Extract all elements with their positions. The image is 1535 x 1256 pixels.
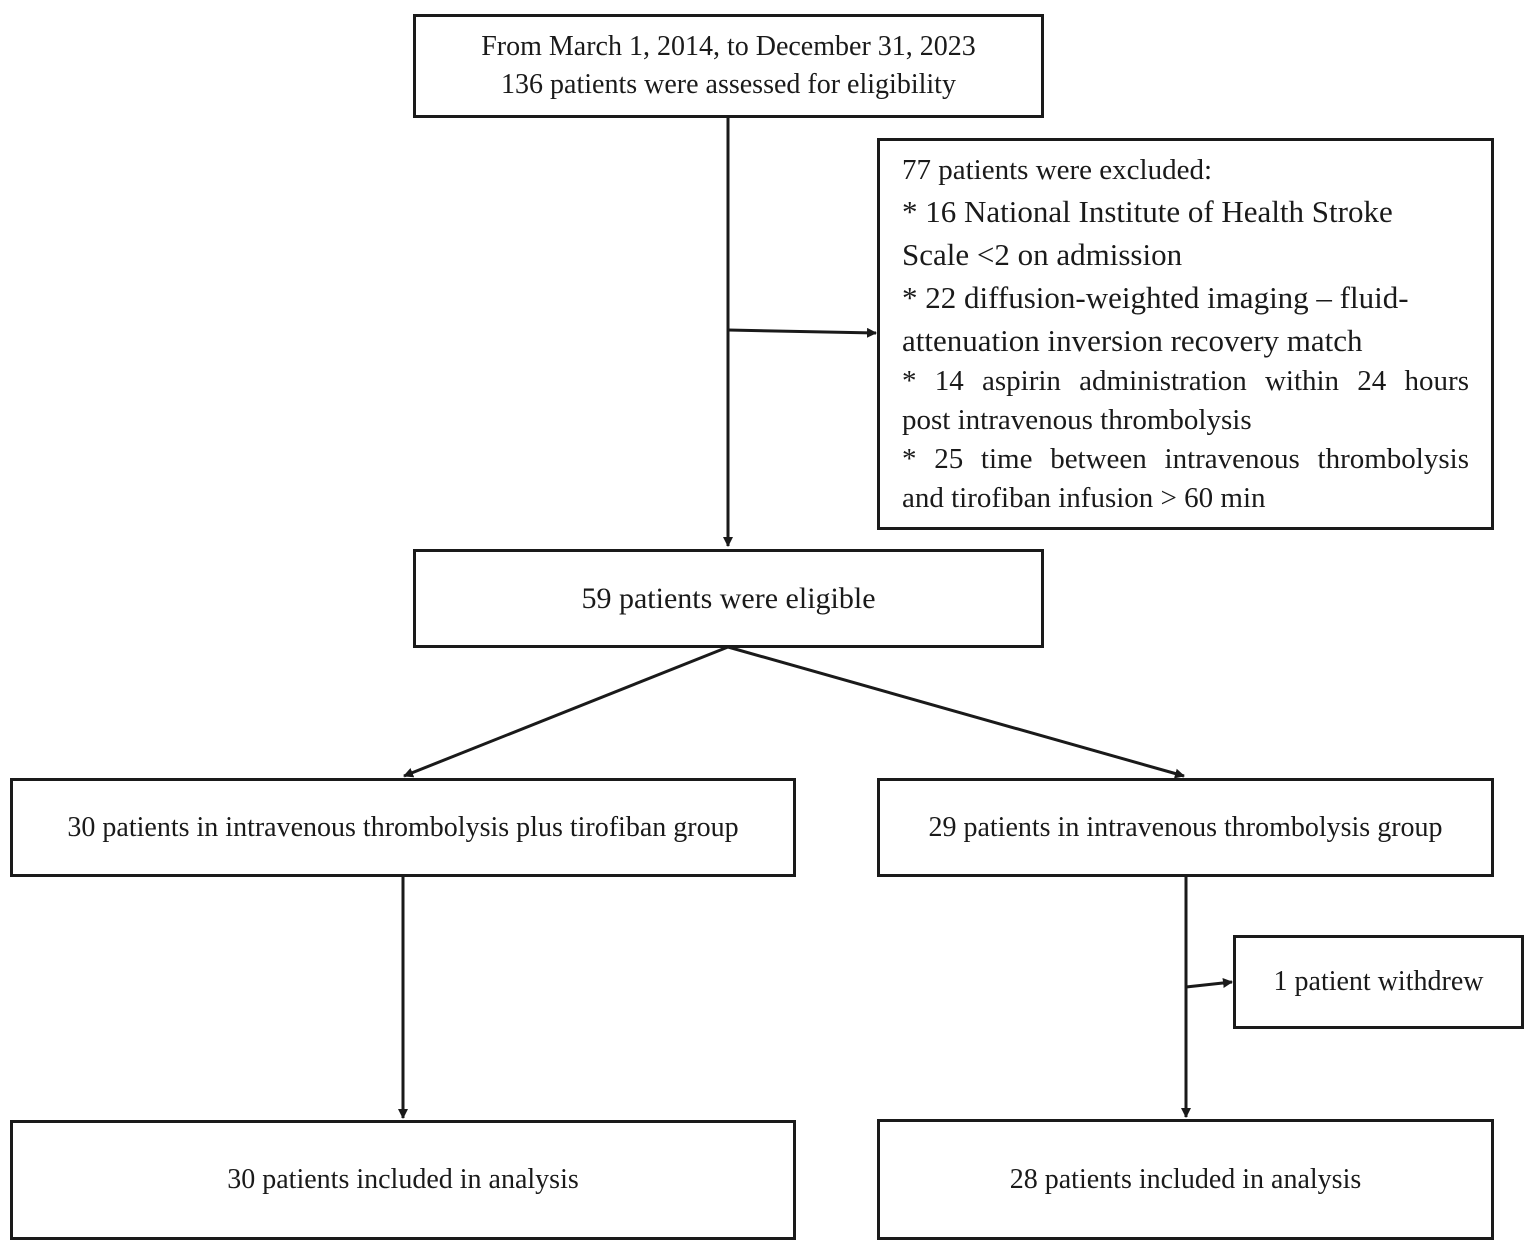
arrow-eligible-to-right-group — [727, 645, 1185, 779]
exclusion-reason-aspirin-line2: post intravenous thrombolysis — [902, 404, 1252, 436]
exclusion-reason-time-line1: * 25 time between intravenous thrombolys… — [902, 443, 1469, 475]
thrombolysis-analysis-text: 28 patients included in analysis — [1009, 1163, 1362, 1195]
thrombolysis-analysis-box: 28 patients included in analysis — [877, 1119, 1494, 1240]
tirofiban-group-box: 30 patients in intravenous thrombolysis … — [10, 778, 796, 877]
eligible-box: 59 patients were eligible — [413, 549, 1044, 648]
tirofiban-group-text: 30 patients in intravenous thrombolysis … — [67, 811, 739, 843]
thrombolysis-group-text: 29 patients in intravenous thrombolysis … — [928, 811, 1443, 843]
screening-box: From March 1, 2014, to December 31, 2023… — [413, 14, 1044, 118]
exclusion-box: 77 patients were excluded: * 16 National… — [877, 138, 1494, 530]
exclusion-reason-dwi-flair-line1: * 22 diffusion-weighted imaging – fluid- — [902, 280, 1409, 315]
exclusion-reason-nihss-line1: * 16 National Institute of Health Stroke — [902, 194, 1393, 229]
withdrawal-box: 1 patient withdrew — [1233, 935, 1524, 1029]
exclusion-reason-time-line2: and tirofiban infusion > 60 min — [902, 482, 1266, 514]
eligible-text: 59 patients were eligible — [581, 581, 876, 615]
screening-period-text: From March 1, 2014, to December 31, 2023 — [481, 31, 976, 62]
thrombolysis-group-box: 29 patients in intravenous thrombolysis … — [877, 778, 1494, 877]
arrow-eligible-to-left-group — [403, 645, 729, 778]
exclusion-reason-dwi-flair-line2: attenuation inversion recovery match — [902, 323, 1363, 358]
arrow-to-exclusion — [727, 327, 877, 338]
exclusion-heading: 77 patients were excluded: — [902, 154, 1213, 186]
tirofiban-analysis-box: 30 patients included in analysis — [10, 1120, 796, 1240]
withdrawal-text: 1 patient withdrew — [1273, 966, 1484, 997]
screening-count-text: 136 patients were assessed for eligibili… — [501, 69, 956, 100]
exclusion-reason-aspirin-line1: * 14 aspirin administration within 24 ho… — [902, 365, 1469, 397]
exclusion-reason-nihss-line2: Scale <2 on admission — [902, 237, 1183, 272]
arrow-to-withdrawal — [1185, 978, 1233, 989]
tirofiban-analysis-text: 30 patients included in analysis — [227, 1164, 579, 1195]
